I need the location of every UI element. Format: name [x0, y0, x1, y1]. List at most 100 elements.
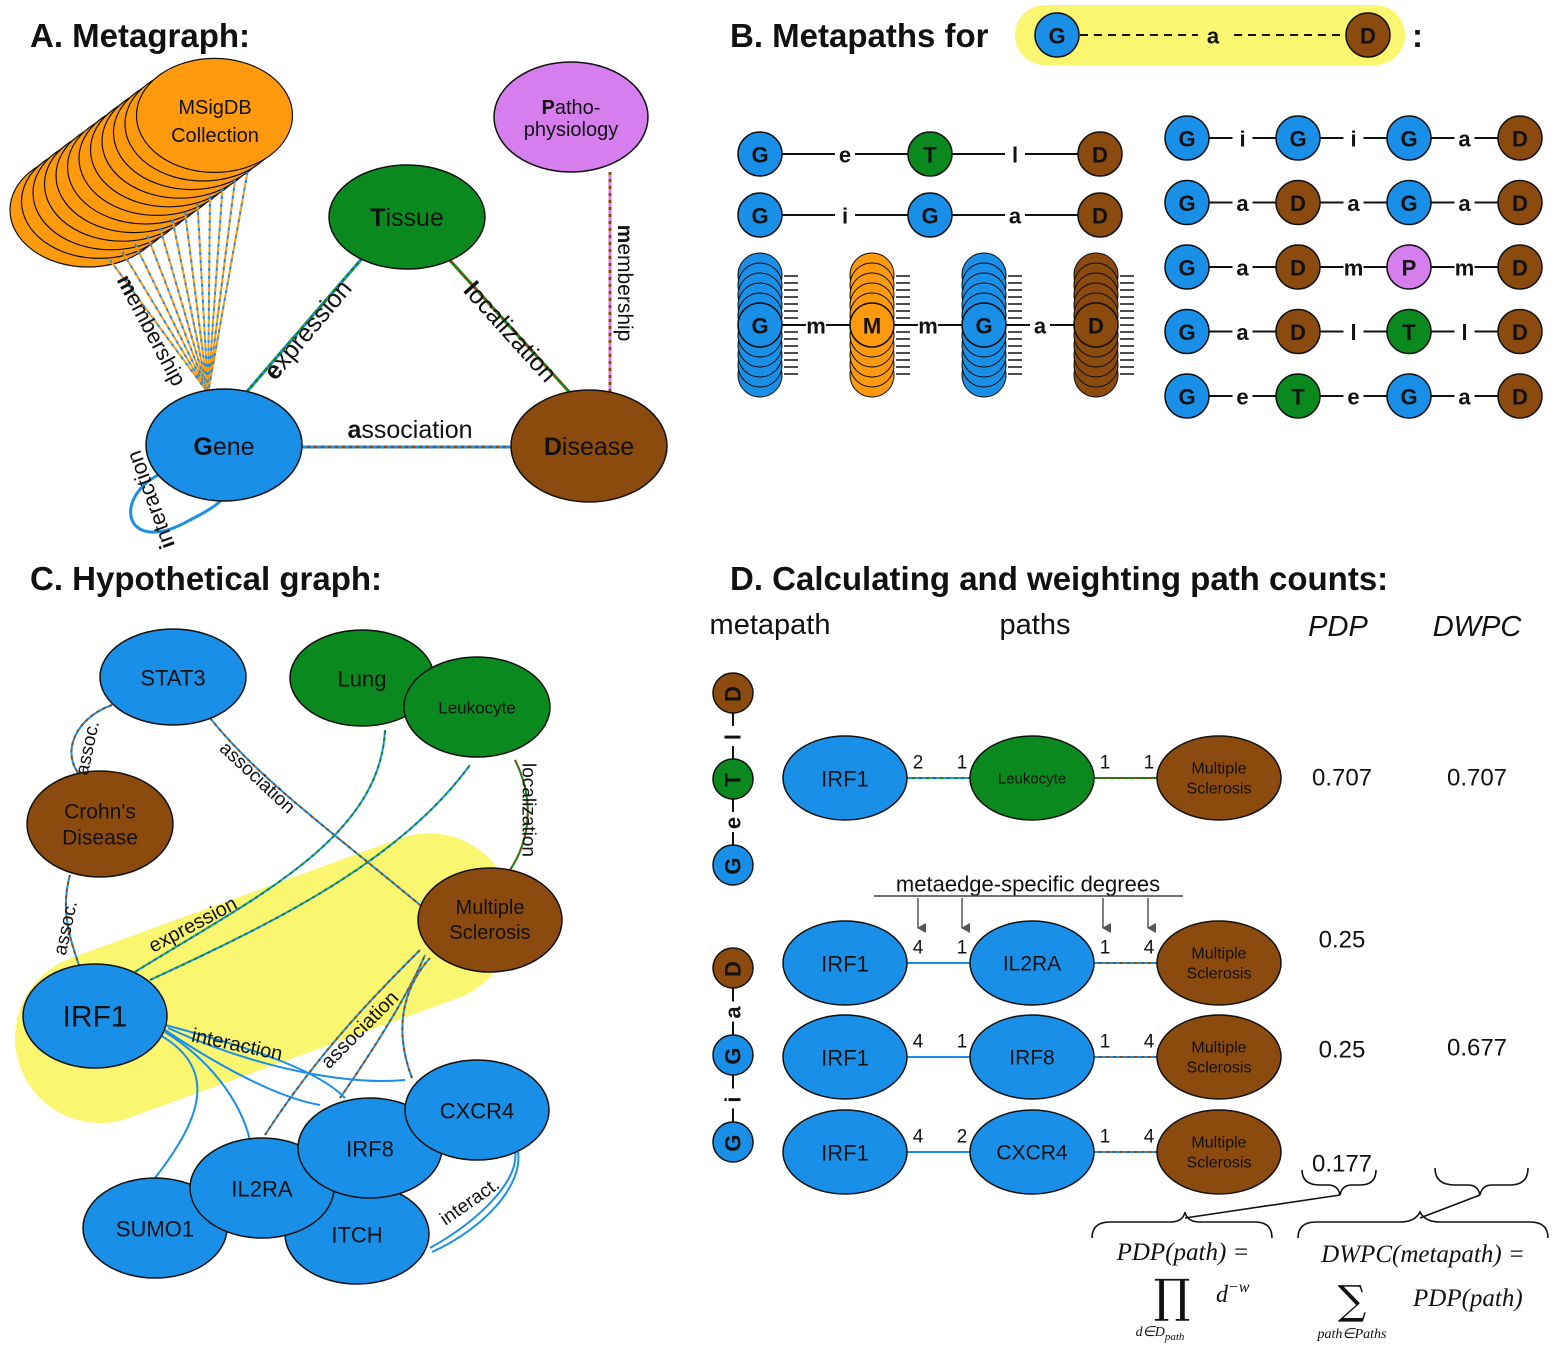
metapath-node-label: D [1290, 256, 1306, 281]
panel-a-title: A. Metagraph: [30, 17, 250, 54]
path-degree: 4 [1144, 938, 1155, 959]
membership-edge [159, 227, 209, 394]
metaedge-label-bg [1343, 319, 1364, 344]
membership-edge [196, 203, 209, 394]
metaedge-label: a [1236, 191, 1249, 216]
itch-cxcr4-edge-2 [431, 1151, 520, 1253]
membership-edge-label-right: membership [614, 225, 637, 342]
path-source-label: IRF1 [821, 952, 869, 977]
path-source-label: IRF1 [821, 1046, 869, 1071]
irf1-irf8-edge [164, 1029, 321, 1106]
vertical-node [712, 947, 754, 989]
metapath-node-label: G [921, 204, 938, 229]
irf1-node [22, 963, 168, 1069]
multiple-sclerosis-node [417, 867, 563, 973]
metapath-node [907, 192, 953, 238]
metaedge-label: e [1347, 385, 1359, 410]
metaedge-label: a [1034, 314, 1047, 339]
metapath-node-label: G [1178, 256, 1195, 281]
metaedge-label: e [839, 143, 851, 168]
membership-edge [146, 235, 209, 394]
metapath-node [1386, 308, 1432, 355]
stat3-ms-edge-dash [209, 717, 421, 906]
vertical-edge-label: l [721, 734, 746, 740]
metaedge-label-bg [1454, 384, 1475, 408]
vertical-node-label: G [721, 1047, 746, 1064]
membership-edge-dash [184, 211, 209, 394]
dwpc-formula-term: PDP(path) [1412, 1285, 1523, 1312]
title-metapath-a: a [1207, 24, 1220, 49]
metapath-node [1275, 179, 1321, 226]
irf1-label: IRF1 [62, 1001, 127, 1034]
membership-edge-dash [207, 179, 236, 394]
metaedge-label-bg [806, 313, 826, 337]
path-target-label-1: Multiple [1191, 1040, 1246, 1057]
path-mid-label: IL2RA [1003, 953, 1061, 976]
vertical-node-label: D [721, 961, 746, 977]
itch-label: ITCH [331, 1223, 382, 1248]
metapath-node [1497, 115, 1543, 161]
pathophysiology-node [493, 61, 649, 173]
metapath-node-label: G [975, 314, 992, 339]
leukocyte-node [403, 656, 551, 758]
panel-a: A. Metagraph: MSigDB Collection membersh… [9, 17, 668, 553]
metapath-node [1077, 192, 1123, 238]
irf8-label: IRF8 [346, 1137, 394, 1162]
vertical-edge-label-bg [723, 812, 743, 832]
metaedge-label-bg [1454, 255, 1475, 279]
title-metapath-disease-node [1345, 12, 1391, 58]
metapath-node [1073, 302, 1119, 348]
metaedge-label: e [1236, 385, 1248, 410]
vertical-node-label: G [721, 857, 746, 874]
path-degree: 2 [913, 753, 924, 774]
irf8-ms-edge-dash [339, 954, 426, 1099]
membership-edge-dash [207, 195, 211, 394]
path-target-node [1156, 920, 1282, 1006]
metaedge-label-bg [835, 142, 855, 166]
metapath-node-label: G [751, 314, 768, 339]
metapath-node-label: D [1512, 191, 1528, 216]
irf1-cxcr4-edge [167, 1027, 406, 1082]
dwpc-small-brace [1434, 1167, 1529, 1196]
metapath-node-label: G [1178, 191, 1195, 216]
pdp-brace-connector [1184, 1194, 1341, 1219]
disease-label: Disease [544, 433, 634, 461]
vertical-node [712, 758, 754, 800]
metaedge-label: l [1012, 143, 1018, 168]
pdp-product-symbol: ∏ [1154, 1269, 1191, 1323]
metaedge-label-bg [1005, 142, 1025, 166]
assoc-edge-label-bottom: assoc. [50, 899, 82, 957]
panel-c-title: C. Hypothetical graph: [30, 560, 382, 597]
path-source-node [782, 735, 908, 821]
crohns-disease-node [26, 770, 174, 878]
path-source-label: IRF1 [821, 767, 869, 792]
metapath-node [1164, 244, 1210, 290]
path-degree: 4 [913, 1032, 924, 1053]
path-target-node [1156, 735, 1282, 821]
membership-edge-dash [109, 259, 209, 394]
metapath-node-label: G [1400, 191, 1417, 216]
localization-edge-dash [444, 254, 574, 397]
irf1-lung-edge-dash [129, 729, 386, 976]
path-degree: 1 [957, 938, 968, 959]
panel-c: C. Hypothetical graph: [14, 560, 563, 1285]
metapath-node-label: G [1289, 127, 1306, 152]
path-target-label-2: Sclerosis [1187, 1155, 1252, 1172]
path-degree: 1 [1100, 1127, 1111, 1148]
metaedge-label: i [842, 204, 848, 229]
metaedge-label-bg [1232, 255, 1253, 279]
title-metapath-edge-label-bg [1198, 20, 1228, 50]
header-metapath: metapath [710, 609, 831, 641]
membership-edge-dash [171, 219, 209, 394]
metapath-node [1164, 115, 1210, 161]
vertical-node-label: D [721, 686, 746, 702]
metapath-node [1164, 179, 1210, 226]
il2ra-ms-edge-dash [264, 949, 421, 1136]
degrees-label: metaedge-specific degrees [896, 872, 1160, 897]
path-pdp-value: 0.25 [1319, 927, 1366, 954]
metaedge-label-bg [835, 203, 855, 227]
